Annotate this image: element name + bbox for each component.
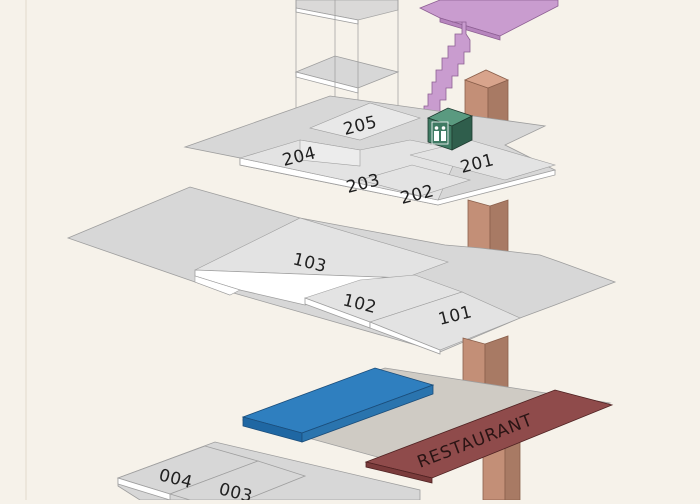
upper-ghost-floors (294, 0, 400, 165)
floor-1-slab (66, 186, 617, 355)
elevator-box (426, 107, 474, 151)
elevator-icon (431, 121, 449, 145)
swimming-pool (241, 367, 435, 443)
